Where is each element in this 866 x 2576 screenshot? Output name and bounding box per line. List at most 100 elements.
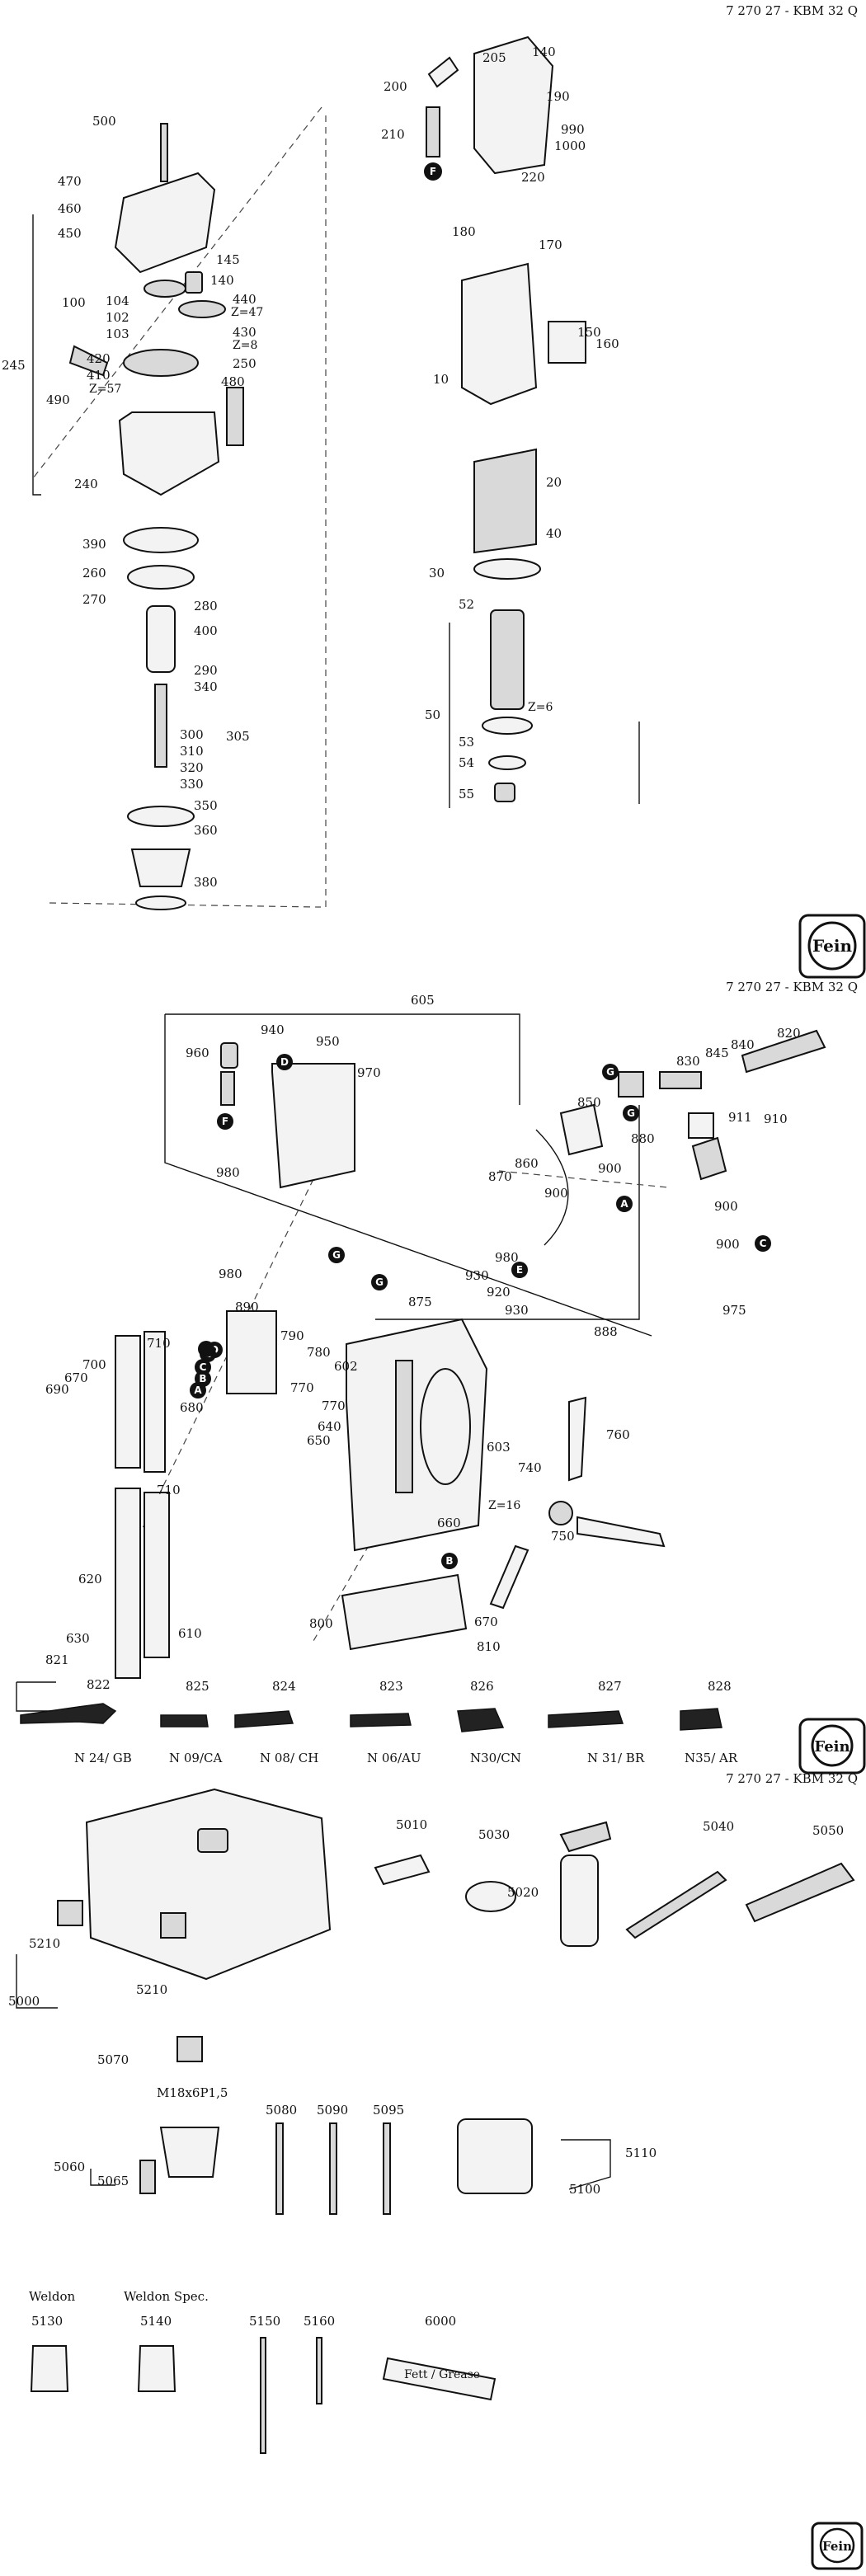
- gear-lever: [68, 345, 109, 377]
- svg-text:Z=16: Z=16: [488, 1499, 520, 1512]
- label: 1000: [554, 139, 586, 153]
- plug-gb: [20, 1703, 117, 1724]
- label: Z=47: [231, 306, 263, 319]
- section-accessories: 5210 5000 5210 5010 5030 5020 5040 5050 …: [8, 1788, 855, 2454]
- svg-text:Fein: Fein: [822, 2539, 852, 2554]
- motor-cap: [473, 35, 554, 175]
- label: 260: [82, 566, 106, 581]
- oring-5030: [465, 1881, 516, 1912]
- hook-5040: [625, 1870, 727, 1939]
- svg-text:5040: 5040: [703, 1819, 734, 1834]
- svg-text:700: 700: [82, 1357, 106, 1372]
- svg-text:870: 870: [488, 1169, 512, 1184]
- gear-housing-lower: [118, 411, 220, 496]
- svg-text:N35/ AR: N35/ AR: [685, 1751, 738, 1765]
- label: 500: [92, 114, 116, 129]
- label: 54: [459, 755, 474, 770]
- fein-logo-1: Fein: [798, 914, 866, 979]
- label: 50: [425, 707, 440, 722]
- marker-f-1: [424, 162, 442, 181]
- svg-text:630: 630: [66, 1631, 90, 1646]
- label: 210: [381, 127, 405, 142]
- label: 145: [216, 252, 240, 267]
- svg-text:G: G: [332, 1249, 341, 1261]
- doc-ref-3: 7 270 27 - KBM 32 Q: [726, 1771, 858, 1786]
- label: 205: [482, 50, 506, 65]
- label: 470: [58, 174, 82, 189]
- svg-text:900: 900: [714, 1199, 738, 1214]
- svg-text:D: D: [280, 1056, 289, 1068]
- svg-text:760: 760: [606, 1427, 630, 1442]
- label: 53: [459, 735, 474, 750]
- svg-text:N30/CN: N30/CN: [470, 1751, 521, 1765]
- svg-text:980: 980: [219, 1267, 242, 1281]
- plug-gb-label: N 24/ GB: [74, 1751, 132, 1765]
- svg-text:5070: 5070: [97, 2052, 129, 2067]
- svg-text:960: 960: [186, 1046, 209, 1060]
- gear-housing-top: [114, 172, 216, 274]
- label: 200: [384, 79, 407, 94]
- svg-text:930: 930: [465, 1268, 489, 1283]
- svg-text:5000: 5000: [8, 1994, 40, 2009]
- svg-text:N 08/ CH: N 08/ CH: [260, 1751, 318, 1765]
- svg-text:810: 810: [477, 1639, 501, 1654]
- armature: [490, 609, 525, 710]
- svg-text:670: 670: [474, 1615, 498, 1629]
- label: 430: [233, 325, 257, 340]
- plug-au: [350, 1713, 412, 1728]
- svg-text:940: 940: [261, 1022, 285, 1037]
- label: 340: [194, 679, 218, 694]
- svg-text:5100: 5100: [569, 2182, 600, 2197]
- svg-text:980: 980: [495, 1250, 519, 1265]
- svg-text:5080: 5080: [266, 2103, 297, 2118]
- label: 305: [226, 729, 250, 744]
- svg-text:900: 900: [544, 1186, 568, 1201]
- svg-text:824: 824: [272, 1679, 296, 1694]
- label: 240: [74, 477, 98, 491]
- label: 990: [561, 122, 585, 137]
- svg-text:930: 930: [505, 1303, 529, 1318]
- label: Z=8: [233, 339, 257, 352]
- svg-text:827: 827: [598, 1679, 622, 1694]
- label: 300: [180, 727, 204, 742]
- svg-text:605: 605: [411, 993, 435, 1008]
- svg-text:5110: 5110: [625, 2146, 657, 2160]
- label: 280: [194, 599, 218, 613]
- svg-text:840: 840: [731, 1037, 755, 1052]
- svg-text:Fett / Grease: Fett / Grease: [404, 2368, 480, 2381]
- svg-text:5160: 5160: [304, 2314, 335, 2329]
- svg-text:860: 860: [515, 1156, 539, 1171]
- svg-text:B: B: [199, 1373, 206, 1384]
- svg-text:5140: 5140: [140, 2314, 172, 2329]
- svg-text:5030: 5030: [478, 1827, 510, 1842]
- svg-text:710: 710: [147, 1336, 171, 1351]
- section2-markers: D F G G A C G G E D E C B A B: [190, 1054, 771, 1569]
- label: Z=57: [89, 383, 121, 396]
- svg-text:603: 603: [487, 1440, 511, 1455]
- svg-text:5060: 5060: [54, 2160, 85, 2174]
- label: 380: [194, 875, 218, 890]
- label: 360: [194, 823, 218, 838]
- label: 140: [210, 273, 234, 288]
- svg-text:Weldon: Weldon: [29, 2289, 76, 2304]
- svg-text:830: 830: [676, 1054, 700, 1069]
- cover-plate: [271, 1063, 355, 1189]
- motor-housing: [461, 262, 538, 406]
- weldon-adapter: [30, 2345, 69, 2392]
- svg-text:F: F: [430, 166, 436, 177]
- svg-text:C: C: [200, 1361, 207, 1373]
- label: 440: [233, 292, 257, 307]
- svg-text:880: 880: [631, 1131, 655, 1146]
- svg-text:850: 850: [577, 1095, 601, 1110]
- svg-text:G: G: [627, 1107, 635, 1119]
- svg-text:770: 770: [322, 1398, 346, 1413]
- label: 220: [521, 170, 545, 185]
- svg-text:980: 980: [216, 1165, 240, 1180]
- svg-text:N 31/ BR: N 31/ BR: [587, 1751, 645, 1765]
- svg-text:5020: 5020: [507, 1885, 539, 1900]
- svg-text:A: A: [194, 1384, 202, 1396]
- grease-tube: [382, 2357, 497, 2401]
- svg-text:6000: 6000: [425, 2314, 456, 2329]
- svg-text:5090: 5090: [317, 2103, 348, 2118]
